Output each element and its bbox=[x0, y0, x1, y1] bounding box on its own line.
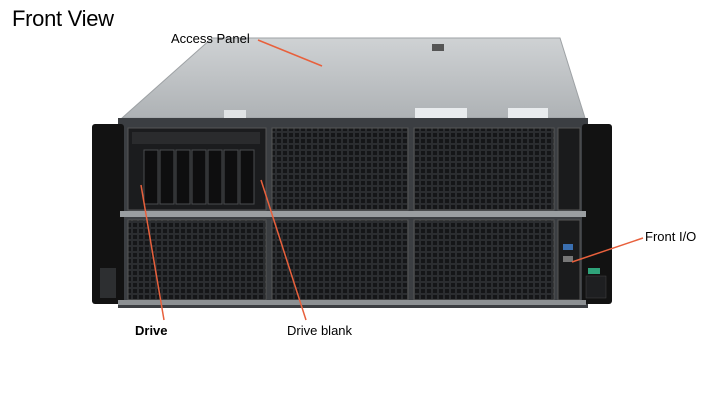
drive-blank-label: Drive blank bbox=[287, 323, 353, 338]
upper-fan-grille-1 bbox=[271, 127, 409, 211]
panel-latch bbox=[432, 44, 444, 51]
callout-line-drive bbox=[140, 184, 165, 321]
panel-label bbox=[508, 108, 548, 118]
drive-bays bbox=[143, 149, 255, 205]
front-port bbox=[563, 256, 573, 262]
page-title: Front View bbox=[12, 6, 114, 31]
panel-label bbox=[224, 110, 246, 118]
front-usb-port bbox=[563, 244, 573, 250]
callout-line-front-io bbox=[571, 237, 644, 263]
left-ear-label bbox=[100, 268, 116, 298]
lower-grille-1 bbox=[127, 219, 267, 301]
front-io-label: Front I/O bbox=[645, 229, 697, 244]
drive-label: Drive bbox=[135, 323, 168, 338]
drive-cage-top-strip bbox=[132, 132, 260, 144]
middle-rail bbox=[120, 211, 586, 217]
lower-grille-2 bbox=[271, 219, 409, 301]
access-panel-label: Access Panel bbox=[171, 31, 250, 46]
callout-line-access-panel bbox=[257, 39, 323, 67]
upper-right-slot bbox=[557, 127, 581, 211]
access-panel bbox=[120, 37, 586, 119]
callout-line-drive-blank bbox=[260, 179, 307, 321]
right-rack-ear bbox=[582, 124, 612, 304]
bottom-rail bbox=[118, 300, 586, 305]
upper-fan-grille-2 bbox=[413, 127, 555, 211]
lower-grille-3 bbox=[413, 219, 555, 301]
panel-label bbox=[415, 108, 467, 118]
hpe-logo bbox=[588, 268, 600, 274]
right-ear-tag bbox=[585, 275, 607, 299]
left-rack-ear bbox=[92, 124, 124, 304]
